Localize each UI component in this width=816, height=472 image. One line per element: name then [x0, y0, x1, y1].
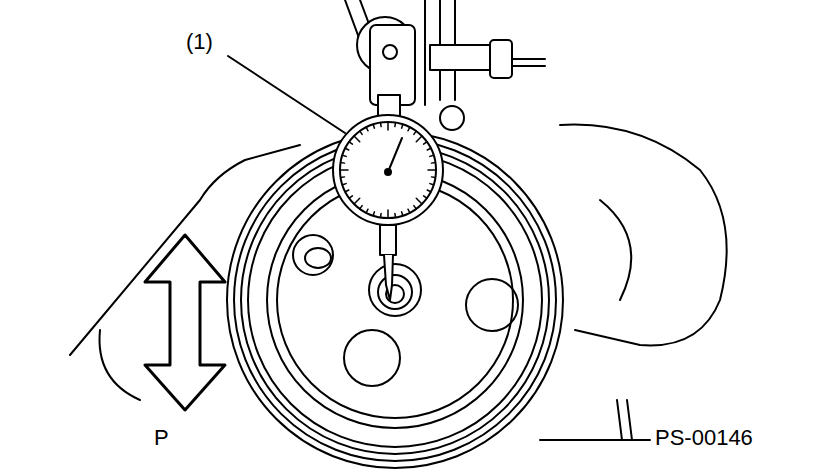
housing-outline	[600, 200, 631, 300]
dial-tick	[402, 212, 403, 216]
dial-tick	[366, 127, 368, 131]
pulley-hole	[466, 279, 518, 331]
dial-tick	[427, 148, 431, 150]
clamp-arm	[430, 45, 490, 70]
pulley-face	[277, 182, 513, 418]
dial-tick	[402, 124, 403, 128]
break-mark	[617, 400, 632, 440]
pulley-hole	[293, 235, 333, 275]
dial-tick	[380, 123, 382, 127]
adjust-screw	[512, 59, 545, 66]
dial-ticks	[340, 122, 436, 218]
dial-tick	[342, 184, 346, 185]
clamp-screw	[383, 45, 397, 59]
dial-tick	[424, 142, 427, 144]
dial-tick	[427, 190, 431, 192]
dial-tick	[387, 210, 389, 218]
dial-tick	[345, 190, 349, 192]
dial-tick	[345, 148, 349, 150]
dial-tick	[373, 124, 374, 128]
figure-code: PS-00146	[655, 426, 753, 450]
dial-tick	[431, 162, 435, 164]
dial-tick	[360, 206, 362, 209]
dial-face	[340, 122, 436, 218]
dial-tick	[416, 136, 422, 142]
dial-gauge	[333, 115, 443, 225]
housing-outline	[540, 439, 650, 441]
gauge-spindle	[380, 225, 396, 255]
gauge-pivot	[440, 106, 464, 130]
dial-needle	[388, 138, 402, 172]
movement-arrow	[145, 235, 225, 410]
dial-tick	[414, 206, 416, 209]
adjust-knob	[490, 40, 512, 78]
dial-tick	[349, 142, 352, 144]
dial-tick	[342, 155, 346, 156]
dial-tick	[430, 155, 434, 156]
dial-tick	[366, 209, 368, 213]
dial-tick	[340, 169, 348, 171]
dial-tick	[354, 136, 360, 142]
direction-label: P	[154, 426, 169, 450]
pulley-hole	[344, 330, 400, 386]
dial-tick	[394, 123, 396, 127]
dial-tick	[341, 162, 345, 164]
dial-tick	[373, 212, 374, 216]
shaft-end	[378, 275, 412, 309]
dial-hub	[385, 169, 391, 175]
dial-tick	[341, 176, 345, 178]
dial-tick	[430, 184, 434, 185]
dial-tick	[408, 127, 410, 131]
stand-clamp	[370, 25, 415, 105]
dial-tick	[408, 209, 410, 213]
dial-tick	[414, 131, 416, 134]
dial-tick	[360, 131, 362, 134]
dial-tick	[349, 196, 352, 198]
dial-tick	[394, 213, 396, 217]
shaft-nut	[369, 264, 421, 316]
gauge-probe	[384, 255, 393, 300]
leader-line	[228, 56, 345, 133]
callout-number: (1)	[186, 30, 213, 54]
dial-tick	[431, 176, 435, 178]
dial-tick	[380, 213, 382, 217]
dial-tick	[387, 122, 389, 130]
pulley-hole	[305, 248, 331, 268]
housing-outline	[100, 330, 141, 400]
housing-outline	[560, 125, 727, 346]
dial-tick	[428, 169, 436, 171]
dial-tick	[354, 198, 360, 204]
dial-tick	[416, 198, 422, 204]
dial-tick	[424, 196, 427, 198]
